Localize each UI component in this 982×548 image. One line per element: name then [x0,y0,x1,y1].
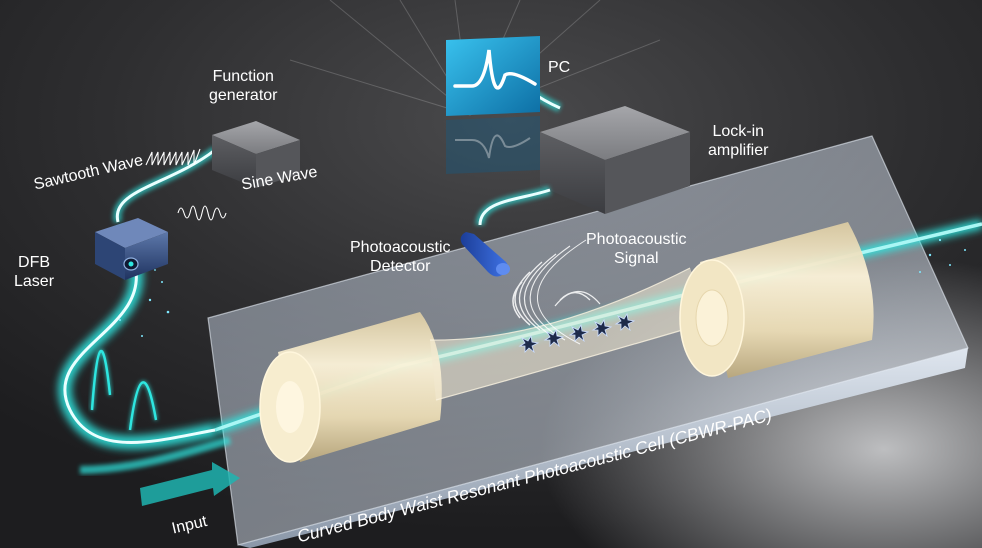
lockin-amplifier-label-line1: Lock-in [712,123,765,140]
dfb-laser-label-line1: DFB [18,254,51,271]
input-arrow [140,462,240,506]
pc-label: PC [548,59,571,76]
right-resonator-cylinder [679,222,874,378]
lockin-amplifier-label: Lock-in amplifier [708,122,768,160]
dfb-laser-label-line2: Laser [14,273,55,290]
dfb-laser-label: DFB Laser [14,253,54,291]
pc-monitor [446,36,540,174]
scattered-particles [119,238,966,337]
function-generator-label-line1: Function [212,68,274,85]
function-generator-label-line2: generator [209,87,278,104]
photoacoustic-detector-label-line2: Detector [370,258,431,275]
lockin-amplifier [540,106,690,214]
photoacoustic-signal-label-line2: Signal [614,250,659,267]
function-generator-label: Function generator [209,67,278,105]
fiber-laser-to-generator-core [115,148,216,223]
photoacoustic-signal-label-line1: Photoacoustic [586,231,687,248]
sine-wave [177,205,227,221]
sawtooth-wave [145,148,201,166]
photoacoustic-detector-label: Photoacoustic Detector [350,238,451,276]
input-fiber [57,263,232,474]
photoacoustic-detector-label-line1: Photoacoustic [350,239,451,256]
spectral-peaks [90,349,158,431]
acoustic-wave-rings [512,239,601,345]
lockin-amplifier-label-line2: amplifier [708,142,769,159]
function-generator [212,121,300,188]
fiber-detector-to-lockin-core [478,188,551,226]
dfb-laser [95,218,168,280]
gas-molecules [518,312,636,354]
curved-waist-buffer [429,267,711,401]
photoacoustic-detector [460,232,510,277]
photoacoustic-signal-label: Photoacoustic Signal [586,230,687,268]
left-resonator-cylinder [259,312,442,463]
